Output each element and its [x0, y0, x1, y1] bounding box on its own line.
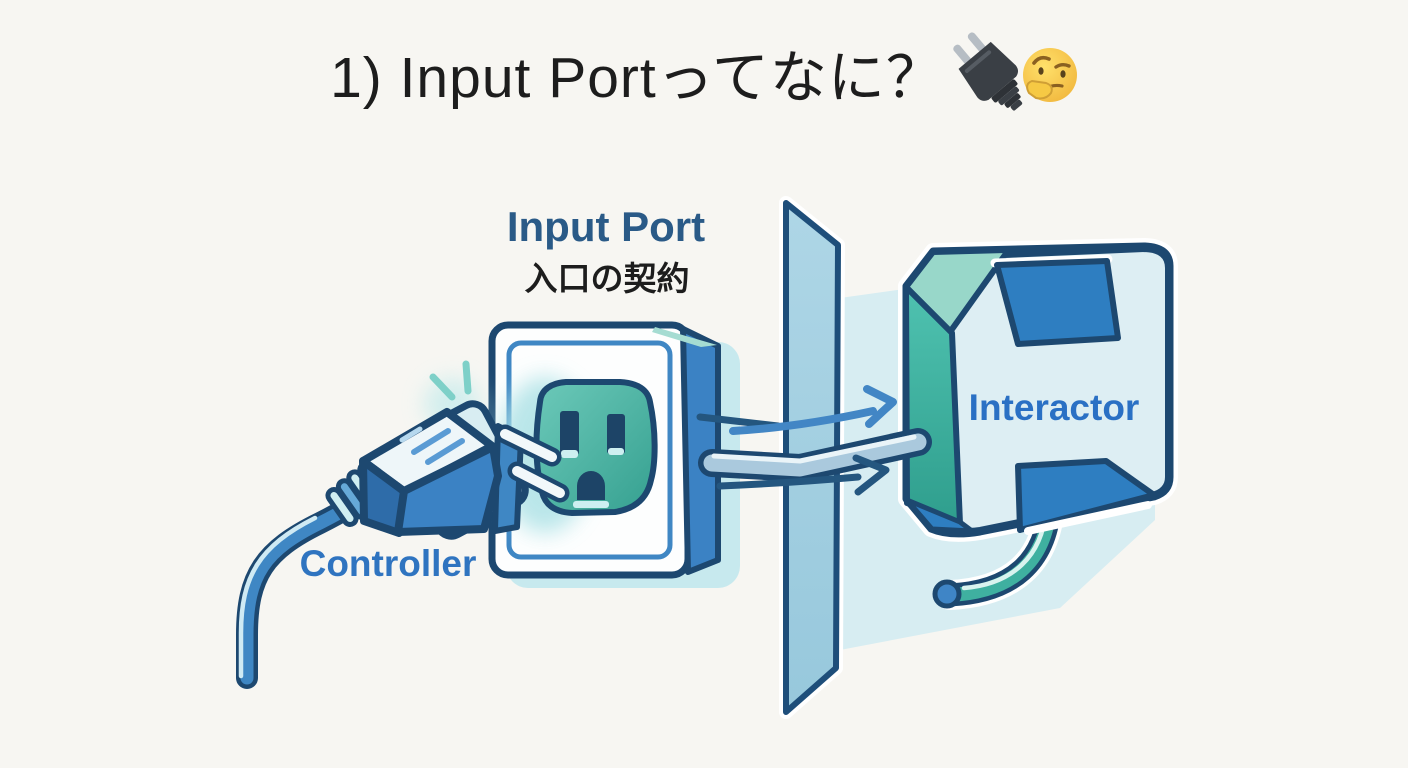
plug-prongs: [495, 424, 570, 503]
outlet-unit: [488, 321, 740, 588]
controller-label: Controller: [300, 543, 477, 584]
socket-ground-hole: [577, 471, 605, 500]
socket-slot-right-highlight: [608, 448, 624, 455]
socket-slot-left-highlight: [561, 450, 578, 458]
title-block: 1) Input Portってなに？: [330, 32, 1077, 111]
interactor-bottom-chamfer: [904, 497, 975, 534]
input-port-label: Input Port: [507, 203, 705, 250]
plug-cable: [236, 490, 371, 689]
sparkle-lines: [429, 360, 472, 401]
electric-plug-emoji-icon: [953, 32, 1023, 111]
socket-ground-highlight: [573, 501, 609, 508]
outlet-plate-edge-highlight: [652, 327, 717, 347]
flow-arrow-upper: [729, 385, 897, 435]
signal-flow: [696, 385, 932, 496]
plug-head-front-face: [394, 443, 502, 536]
plug-head: [359, 408, 502, 537]
through-bar: [698, 428, 932, 482]
socket-slot-left: [560, 411, 579, 455]
interactor-bottom-notch: [1015, 458, 1157, 535]
labels: Input Port 入口の契約 Controller: [300, 203, 706, 584]
plug-unit: [236, 360, 570, 689]
interactor-unit: Interactor: [898, 238, 1178, 610]
interactor-label: Interactor: [969, 387, 1140, 428]
cable-end-cap: [932, 579, 962, 609]
socket-slot-right: [607, 414, 625, 454]
interactor-top-notch: [990, 254, 1121, 347]
input-port-sublabel: 入口の契約: [525, 260, 690, 297]
thinking-face-emoji-icon: [1023, 48, 1077, 102]
flow-arrow-lower: [716, 454, 890, 496]
page-title: 1) Input Portってなに？: [330, 46, 944, 110]
outlet-plate-edge: [680, 326, 721, 575]
